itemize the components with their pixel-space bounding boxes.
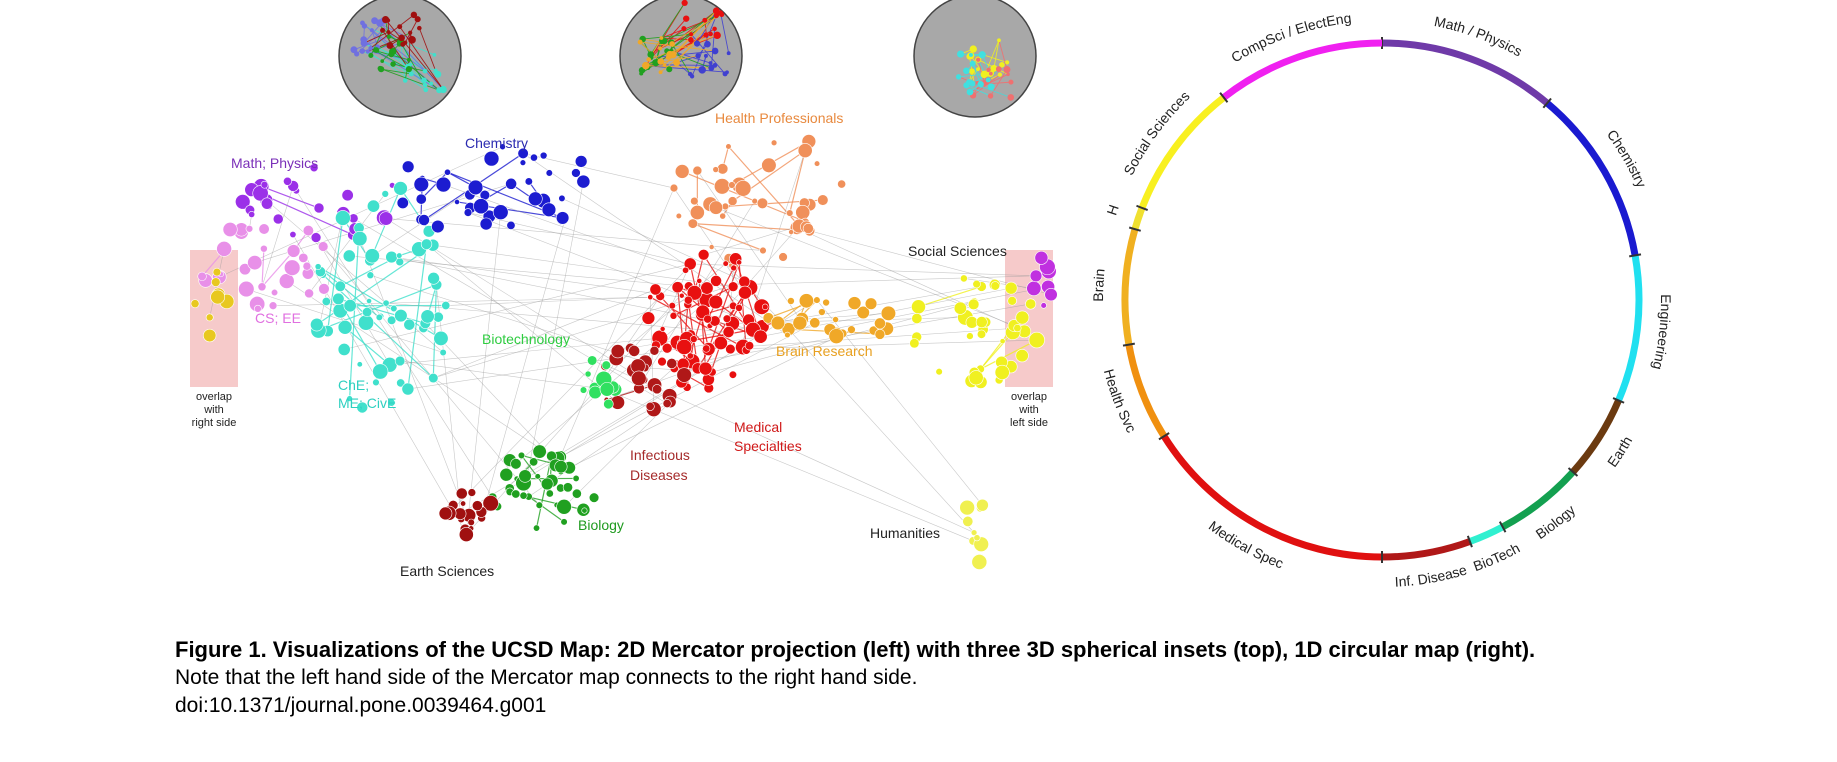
overlap-note-left: overlap with right side [192,391,237,429]
arc-label-inf-disease: Inf. Disease [1394,561,1468,589]
overlap-left-line-1: overlap [196,391,232,403]
figure-caption: Figure 1. Visualizations of the UCSD Map… [175,636,1735,720]
arc-health-svc [1125,344,1168,439]
arc-chemistry [1544,100,1639,256]
arc-brain [1121,228,1139,346]
arc-tick-inf-disease [1466,535,1473,548]
mercator-map [190,134,1058,570]
arc-medical-spec [1161,434,1383,561]
arc-earth [1570,399,1622,475]
label-me-cive: ME; CivE [338,395,396,411]
arc-biology [1501,469,1576,531]
arc-tick-compsci [1219,92,1229,103]
label-cs-ee: CS; EE [255,310,301,326]
sphere-network-left [350,11,447,94]
arc-label-biotech: BioTech [1471,540,1522,575]
overlap-right-line-1: overlap [1011,391,1047,403]
label-brain-research: Brain Research [776,343,873,359]
label-medical: Medical [734,419,782,435]
arc-label-h: H [1103,203,1121,218]
arc-label-earth: Earth [1604,433,1635,469]
arc-inf-disease [1381,538,1472,561]
arc-label-social-sciences: Social Sciences [1120,88,1192,178]
label-earth-sciences: Earth Sciences [400,563,494,579]
arc-tick-biology [1567,467,1579,477]
arc-label-medical-spec: Medical Spec [1206,518,1286,572]
arc-biotech [1468,523,1505,545]
sphere-network-middle [637,0,731,79]
label-diseases: Diseases [630,467,688,483]
arc-tick-health-svc [1158,432,1170,441]
overlap-right-line-3: left side [1010,417,1048,429]
label-social-sciences: Social Sciences [908,243,1007,259]
arc-tick-earth [1612,397,1625,404]
label-che: ChE; [338,377,369,393]
label-humanities: Humanities [870,525,940,541]
arc-engineering [1615,254,1643,402]
mercator-labels: Math; Physics Chemistry Health Professio… [192,110,1048,579]
spherical-insets [338,0,1037,118]
arc-label-engineering: Engineering [1650,294,1674,371]
circular-map: Math / PhysicsChemistryEngineeringEarthB… [1090,10,1674,590]
mercator-edges [201,140,1052,545]
arc-label-brain: Brain [1090,268,1108,302]
sphere-inset-left [338,0,462,118]
arc-tick-biotech [1498,521,1507,533]
sphere-inset-right [913,0,1037,118]
caption-doi: doi:10.1371/journal.pone.0039464.g001 [175,694,547,717]
sphere-inset-middle [619,0,743,118]
arc-math-physics [1381,39,1550,106]
overlap-left-line-2: with [203,404,224,416]
label-specialties: Specialties [734,438,802,454]
arc-tick-brain [1122,342,1135,347]
arc-social-sciences [1138,94,1226,210]
caption-title: Figure 1. Visualizations of the UCSD Map… [175,637,1536,662]
mercator-nodes [190,134,1058,570]
overlap-left-line-3: right side [192,417,237,429]
arc-tick-h [1128,226,1141,232]
label-infectious: Infectious [630,447,690,463]
arc-compsci [1221,39,1383,101]
overlap-note-right: overlap with left side [1010,391,1048,429]
caption-note: Note that the left hand side of the Merc… [175,666,918,689]
label-health-professionals: Health Professionals [715,110,843,126]
overlap-right-line-2: with [1018,404,1039,416]
ucsd-map-figure: Math; Physics Chemistry Health Professio… [190,0,1674,590]
sphere-network-right [955,38,1015,101]
arc-tick-social-sciences [1136,204,1149,211]
label-math-physics: Math; Physics [231,155,318,171]
label-biotechnology: Biotechnology [482,331,570,347]
label-chemistry: Chemistry [465,135,528,151]
arc-tick-chemistry [1542,97,1552,109]
label-biology: Biology [578,517,624,533]
arc-label-biology: Biology [1533,502,1579,542]
arc-h [1131,206,1146,231]
arc-tick-engineering [1629,253,1642,258]
